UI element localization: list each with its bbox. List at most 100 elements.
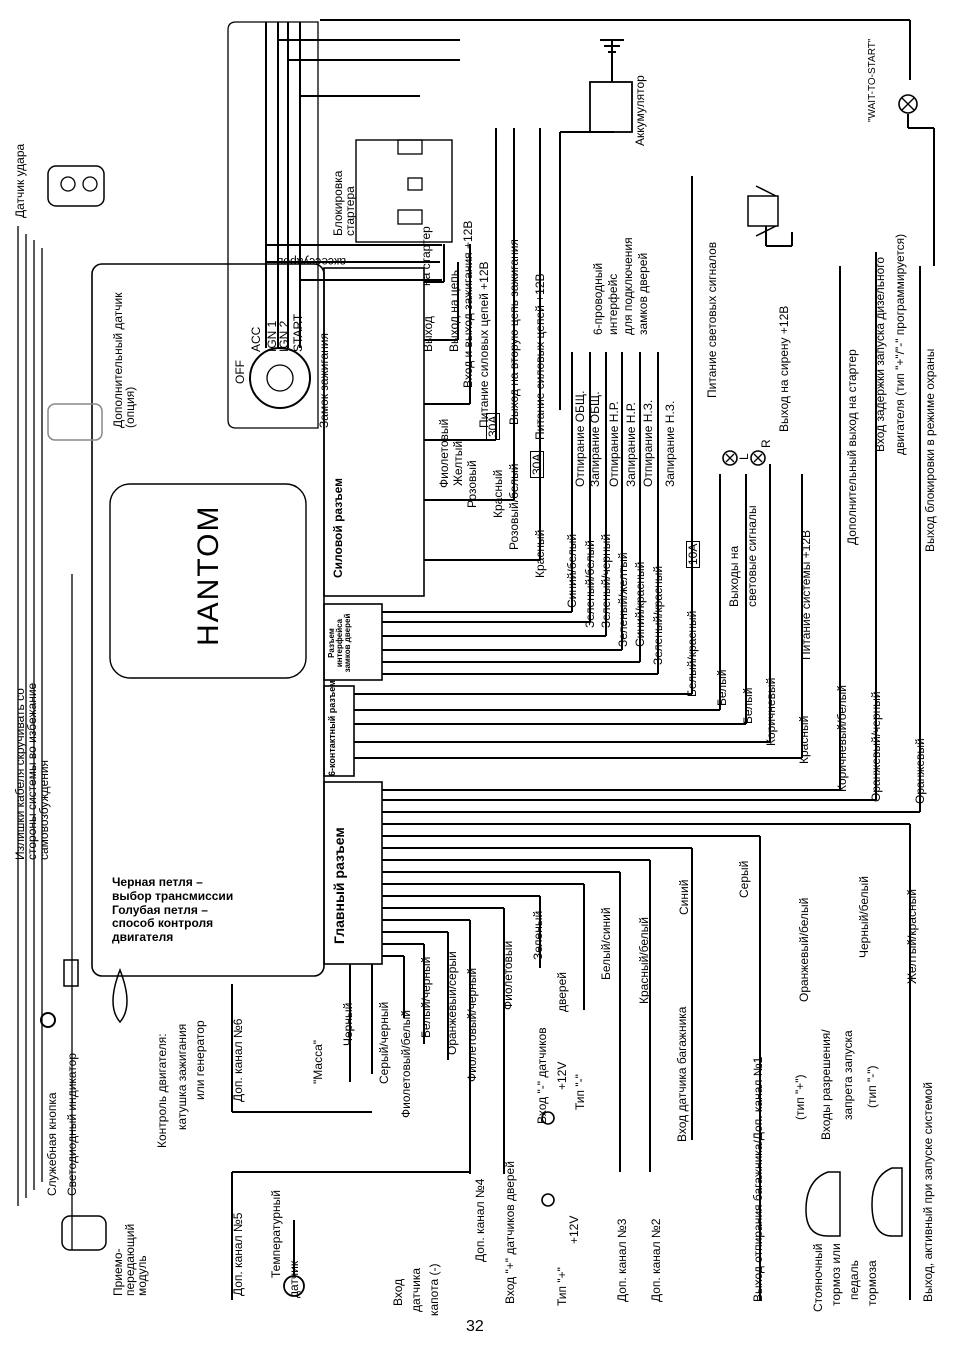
- led-indicator: [63, 959, 79, 987]
- l-12v-a: +12V: [567, 1215, 581, 1244]
- l-engine-ctl3: или генератор: [193, 1020, 207, 1100]
- door-switch-plus: [541, 1193, 555, 1207]
- l-bluewhite: Синий/белый: [565, 533, 579, 608]
- l-greyblack: Серый/черный: [377, 1001, 391, 1084]
- l-block-guard: Выход блокировки в режиме охраны: [923, 348, 937, 552]
- l-sys-power: Питание системы +12В: [799, 529, 813, 660]
- ignition-area: [227, 21, 319, 429]
- ignition-lock: [249, 347, 311, 409]
- logo-panel: [109, 483, 307, 679]
- l-siren: Выход на сирену +12В: [777, 305, 791, 432]
- l-redwhite: Красный/белый: [637, 917, 651, 1004]
- l-yellow: Желтый: [451, 440, 465, 486]
- l-light-L: L: [737, 453, 751, 460]
- power-connector-title: Силовой разъем: [331, 477, 345, 578]
- l-white1: Белый: [715, 669, 729, 706]
- l-blue: Синий: [677, 879, 691, 915]
- ign-ign2: IGN 2: [277, 320, 291, 352]
- l-power2: Питание силовых цепей +12В: [533, 273, 547, 440]
- extra-sensor-label: Дополнительный датчик (опция): [111, 292, 137, 428]
- ign-start: START: [291, 313, 305, 352]
- accessories-label: аксессуаров: [277, 255, 346, 269]
- l-door-minus2: дверей: [555, 972, 569, 1012]
- ignition-label: Замок зажигания: [317, 333, 331, 428]
- wire-loop: [112, 967, 128, 1024]
- l-interface: интерфейс: [606, 273, 620, 335]
- l-12v-b: +12V: [555, 1061, 569, 1090]
- l-six-wire: 6-проводный: [591, 262, 605, 335]
- l-engine-ctl2: катушка зажигания: [175, 1023, 189, 1130]
- l-unlock-common: Отпирание ОБЩ.: [573, 390, 587, 487]
- l-greenyellow: Зеленый/желтый: [616, 552, 630, 647]
- l-pink: Розовый: [465, 460, 479, 508]
- door-switch-minus: [541, 1111, 555, 1125]
- l-trunk-sensor: Вход датчика багажника: [675, 1006, 689, 1142]
- l-aux-starter: Дополнительный выход на стартер: [845, 349, 859, 545]
- extra-sensor: [47, 403, 103, 441]
- l-whiteblack: Белый/черный: [419, 956, 433, 1038]
- l-hood3: капота (-): [427, 1263, 441, 1316]
- l-greenwhite: Зеленый/белый: [583, 540, 597, 628]
- l-aux6: Доп. канал №6: [231, 1018, 245, 1102]
- l-aux4: Доп. канал №4: [473, 1178, 487, 1262]
- l-trunk-out: Выход отпирания багажника/Доп. канал №1: [751, 1056, 765, 1302]
- wait-to-start-label: "WAIT-TO-START": [867, 38, 878, 122]
- relay-title: Блокировка стартера: [331, 170, 357, 236]
- l-hood1: Вход: [391, 1278, 405, 1306]
- l-for-conn: для подключения: [621, 237, 635, 335]
- fuse-10a: 10A: [686, 540, 700, 568]
- l-pinkwhite: Розовый/белый: [507, 463, 521, 550]
- l-orange: Оранжевый: [913, 738, 927, 804]
- l-brake4: тормоза: [865, 1260, 879, 1306]
- l-white2: Белый: [741, 687, 755, 724]
- ign-acc: ACC: [249, 326, 263, 352]
- l-brake2: тормоз или: [829, 1243, 843, 1306]
- l-exit-chain: Выход на цепь: [447, 269, 461, 352]
- l-door-locks: замков дверей: [636, 252, 650, 335]
- l-door-minus1: Вход "-" датчиков: [535, 1027, 549, 1124]
- shock-sensor: [47, 165, 105, 207]
- l-orangewhite: Оранжевый/белый: [797, 897, 811, 1002]
- l-lights-out1: Выходы на: [727, 545, 741, 607]
- service-button-icon: [40, 1012, 56, 1028]
- l-engine-ctl1: Контроль двигателя:: [155, 1033, 169, 1148]
- l-diesel: Вход задержки запуска дизельного: [873, 256, 887, 452]
- l-diesel2: двигателя (тип "+"/"-" программируется): [893, 233, 907, 455]
- l-temp1: Температурный: [269, 1190, 283, 1278]
- brake-pedal: [871, 1167, 903, 1237]
- l-bluered: Синий/красный: [633, 561, 647, 647]
- l-aux5: Доп. канал №5: [231, 1212, 245, 1296]
- l-ign-exit: Вход и выход зажигания +12В: [461, 220, 475, 388]
- page-number: 32: [466, 1318, 484, 1335]
- l-brake1: Стояночный: [811, 1243, 825, 1312]
- l-violet: Фиолетовый: [437, 418, 451, 488]
- l-whiteblue: Белый/синий: [599, 907, 613, 980]
- l-type-plus: (тип "+"): [793, 1074, 807, 1120]
- l-unlock-no: Отпирание Н.Р.: [607, 401, 621, 487]
- l-greenblack: Зеленый/черный: [599, 533, 613, 628]
- left-light: [722, 450, 738, 466]
- l-unlock-nc: Отпирание Н.З.: [641, 399, 655, 487]
- l-brownwhite: Коричневый/белый: [835, 685, 849, 792]
- l-power1: Питание силовых цепей +12В: [477, 261, 491, 428]
- six-pin-connector-title: 6-контактный разъем: [327, 680, 337, 776]
- l-yellowred: Желтый/красный: [905, 889, 919, 984]
- l-orangegrey: Оранжевый/серый: [445, 951, 459, 1055]
- l-power-lights: Питание световых сигналов: [705, 241, 719, 398]
- l-second-chain: Выход на вторую цепь зажигания: [507, 239, 521, 425]
- l-violetwhite: Фиолетовый/белый: [399, 1010, 413, 1118]
- l-temp2: датчик: [287, 1260, 301, 1298]
- battery-label: Аккумулятор: [633, 75, 647, 146]
- l-greenred: Зеленый/красный: [651, 565, 665, 665]
- l-door-plus: Вход "+" датчиков дверей: [503, 1161, 517, 1304]
- starter-label: на стартер: [419, 226, 433, 286]
- l-black: Черный: [341, 1002, 355, 1046]
- l-light-R: R: [759, 439, 773, 448]
- l-start-allow1: Входы разрешения/: [819, 1029, 833, 1140]
- siren: [747, 195, 779, 227]
- l-whitered: Белый/красный: [685, 610, 699, 697]
- l-type-plus2: Тип "+": [555, 1267, 569, 1306]
- l-start-allow2: запрета запуска: [841, 1030, 855, 1120]
